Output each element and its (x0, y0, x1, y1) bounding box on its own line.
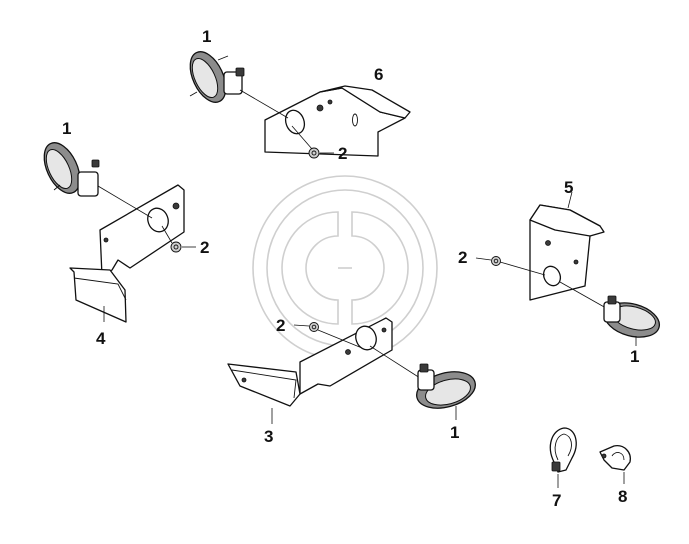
nut-2-right (475, 256, 501, 266)
nut-2-left (170, 241, 196, 253)
callout-2-right-nut: 2 (458, 248, 467, 267)
callout-1-bottom-lamp: 1 (450, 423, 459, 442)
nut-2-top (308, 147, 334, 159)
callout-1-left-lamp: 1 (62, 119, 71, 138)
callout-2-left-nut: 2 (200, 238, 209, 257)
bracket-6 (239, 85, 411, 157)
nut-2-middle (293, 322, 319, 332)
side-marker-lamp-top (189, 51, 245, 103)
bracket-4 (69, 184, 185, 323)
callout-2-middle-nut: 2 (276, 316, 285, 335)
side-marker-lamp-bottom (416, 363, 476, 420)
callout-8-cable-clip: 8 (618, 487, 627, 506)
bracket-3 (227, 317, 421, 424)
callout-4-bracket: 4 (96, 329, 106, 348)
bracket-5 (499, 191, 607, 309)
cable-tie-7 (549, 427, 577, 488)
callout-1-right-lamp: 1 (630, 347, 639, 366)
cable-clip-8 (599, 445, 631, 484)
callout-3-bracket: 3 (264, 427, 273, 446)
callout-1-top-lamp: 1 (202, 27, 211, 46)
side-marker-lamp-right (603, 295, 661, 346)
callout-7-cable-tie: 7 (552, 491, 561, 510)
callout-6-bracket: 6 (374, 65, 383, 84)
side-marker-lamp-left (43, 142, 100, 197)
callout-2-top-nut: 2 (338, 144, 347, 163)
callout-5-bracket: 5 (564, 178, 573, 197)
